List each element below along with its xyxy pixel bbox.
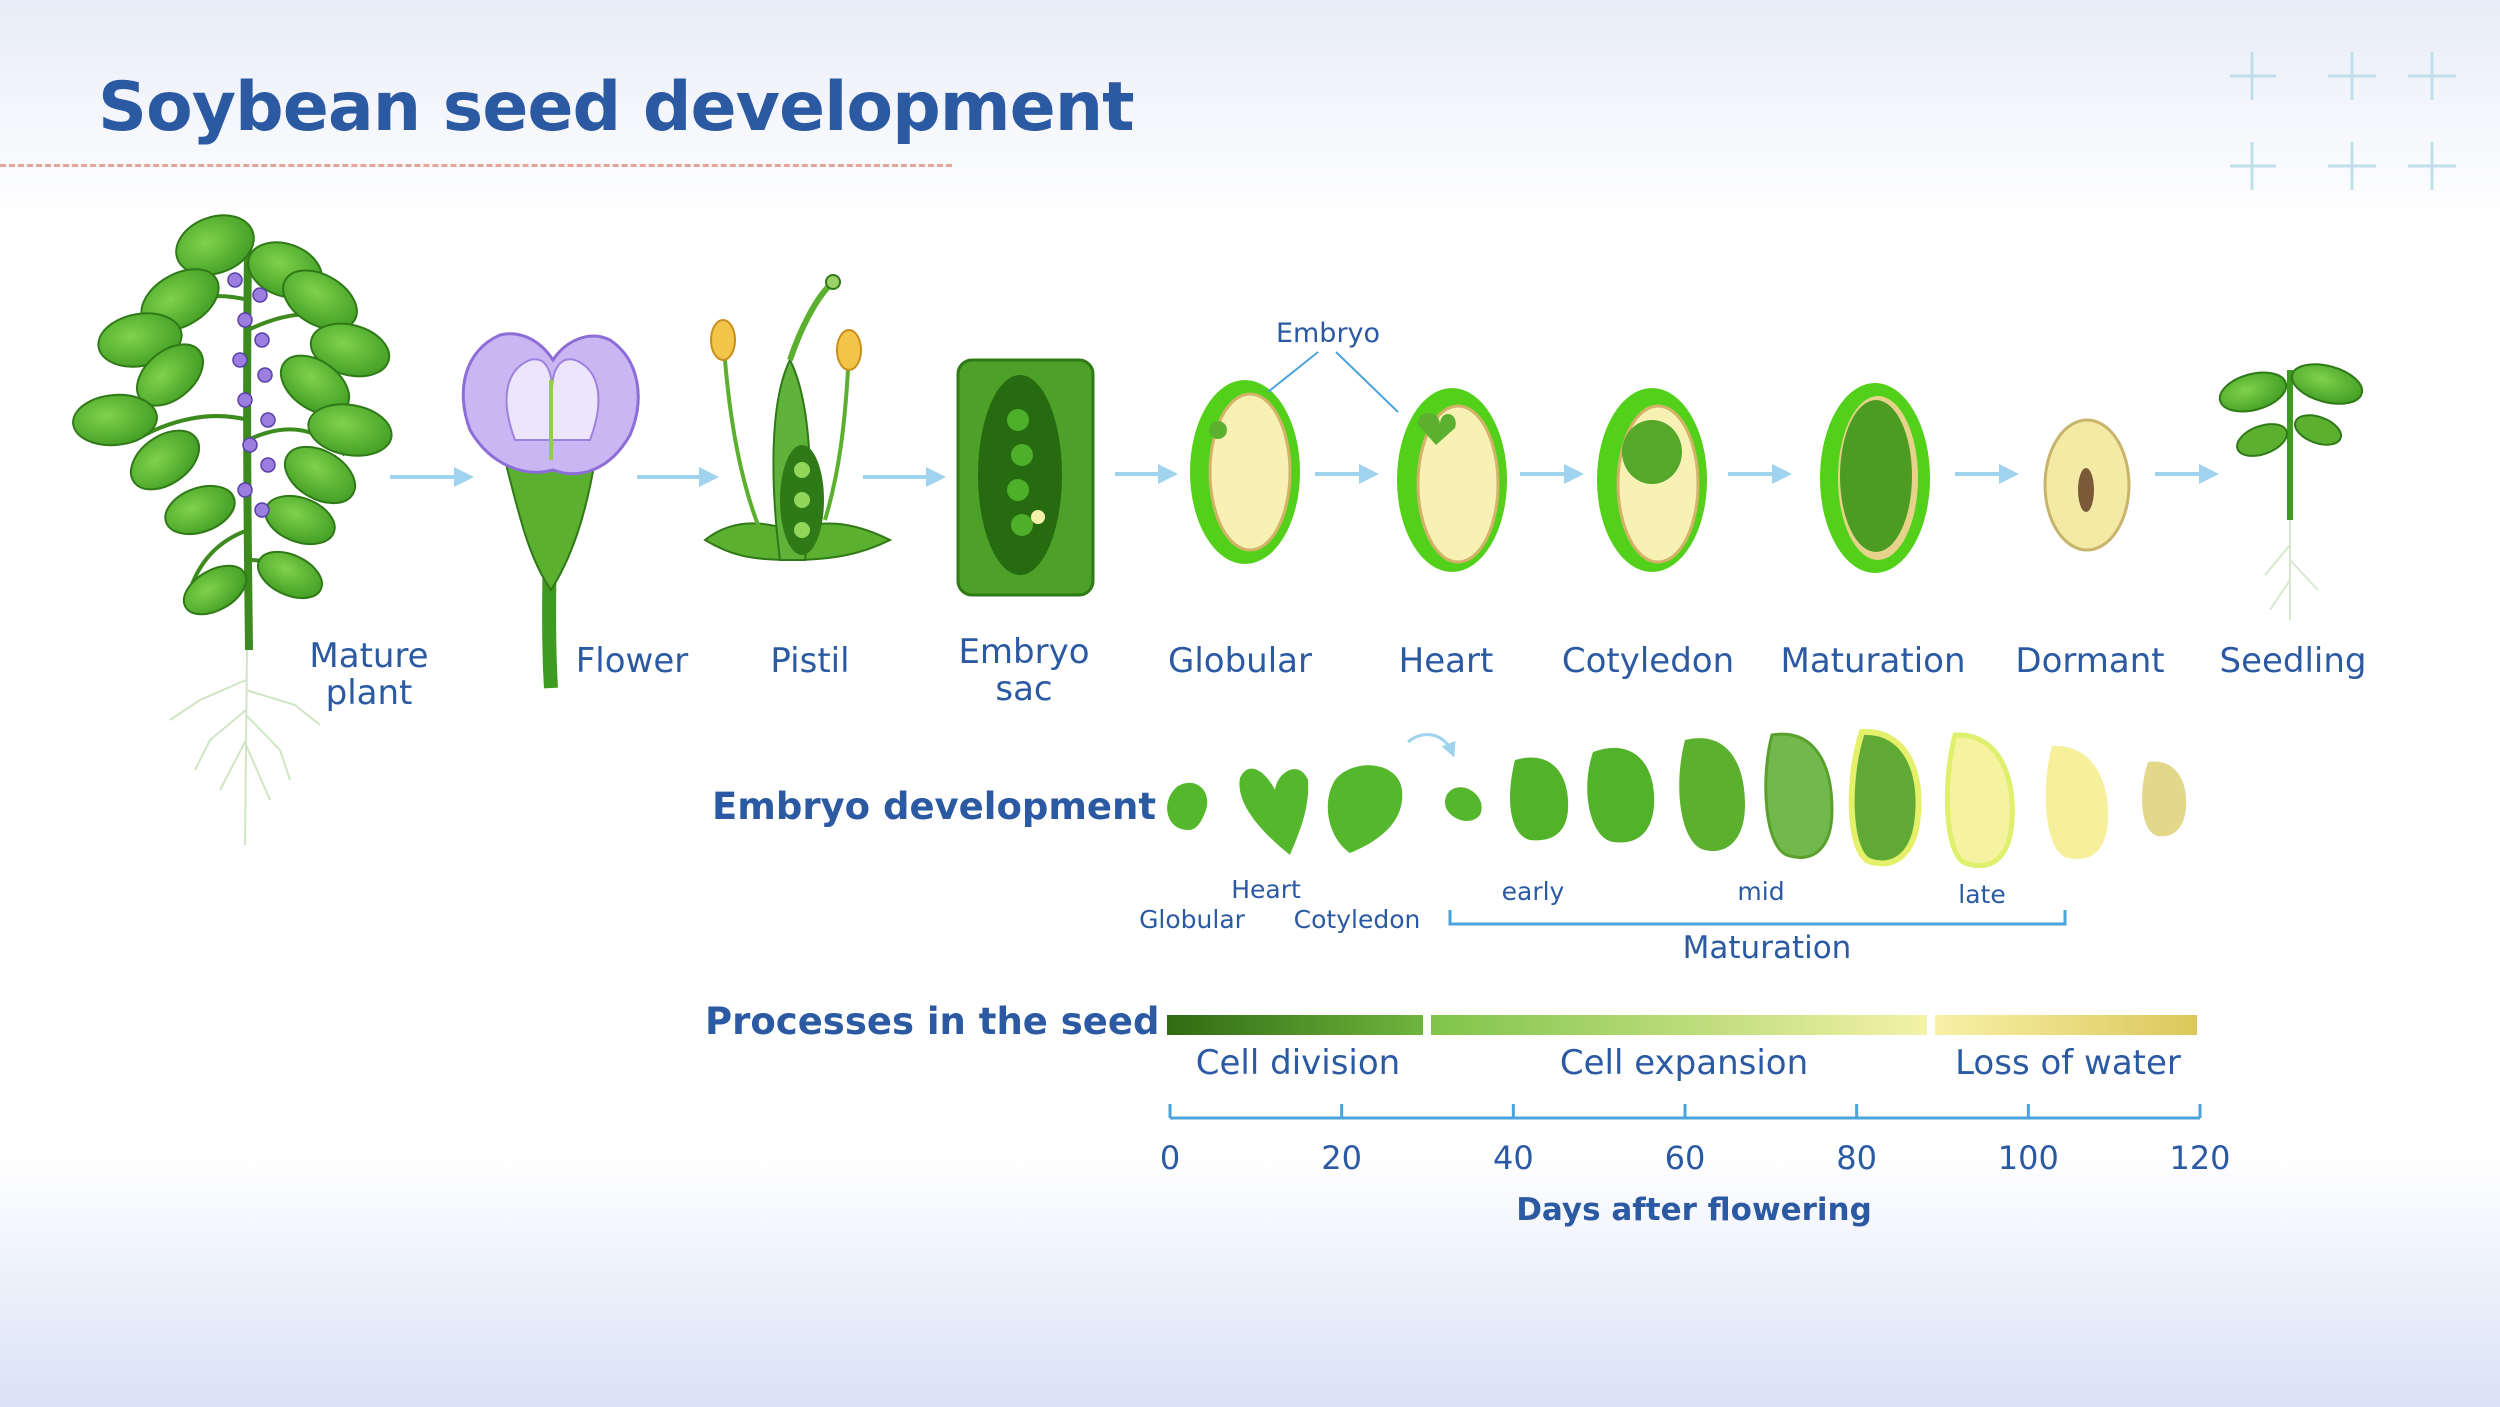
stage-label-mature-plant: Mature plant bbox=[309, 636, 429, 713]
embryo-label-maturation: Maturation bbox=[1682, 930, 1852, 966]
page-title: Soybean seed development bbox=[98, 68, 1135, 147]
process-bars bbox=[1167, 1015, 2197, 1035]
stage-label-cotyledon: Cotyledon bbox=[1561, 641, 1735, 681]
process-label-cell-expansion: Cell expansion bbox=[1559, 1043, 1809, 1083]
seed-globular-illustration bbox=[1190, 380, 1300, 564]
stage-label-maturation: Maturation bbox=[1780, 641, 1966, 681]
seed-cotyledon-illustration bbox=[1597, 388, 1707, 572]
seed-heart-illustration bbox=[1397, 388, 1507, 572]
process-bar-loss-of-water bbox=[1935, 1015, 2197, 1035]
flower-illustration bbox=[461, 332, 640, 689]
process-bar-cell-division bbox=[1167, 1015, 1423, 1035]
pistil-illustration bbox=[703, 274, 893, 562]
stage-label-dormant: Dormant bbox=[2015, 641, 2165, 681]
seedling-illustration bbox=[2218, 363, 2364, 620]
embryo-label-late: late bbox=[1958, 880, 2006, 909]
stage-label-pistil: Pistil bbox=[770, 641, 850, 681]
axis-title: Days after flowering bbox=[1516, 1192, 1872, 1228]
embryo-label-cotyledon: Cotyledon bbox=[1293, 905, 1421, 934]
embryo-label-early: early bbox=[1501, 877, 1565, 906]
embryo-sac-illustration bbox=[956, 358, 1095, 597]
axis-tick-label: 60 bbox=[1664, 1139, 1706, 1177]
embryo-label-mid: mid bbox=[1737, 877, 1785, 906]
processes-heading: Processes in the seed bbox=[705, 1000, 1160, 1043]
process-label-loss-of-water: Loss of water bbox=[1955, 1043, 2181, 1083]
embryo-label-heart: Heart bbox=[1231, 875, 1301, 904]
mature-plant-illustration bbox=[72, 214, 393, 846]
stage-label-globular: Globular bbox=[1168, 641, 1312, 681]
embryo-label-globular: Globular bbox=[1139, 905, 1245, 934]
axis-tick-label: 20 bbox=[1321, 1139, 1363, 1177]
days-axis bbox=[1168, 1104, 2202, 1120]
plus-pattern-decoration bbox=[2230, 52, 2456, 190]
stage-arrows bbox=[390, 464, 2219, 487]
axis-tick-label: 80 bbox=[1836, 1139, 1878, 1177]
seed-maturation-illustration bbox=[1820, 383, 1930, 573]
embryo-callout-label: Embryo bbox=[1275, 318, 1381, 349]
process-label-cell-division: Cell division bbox=[1195, 1043, 1401, 1083]
embryo-development-heading: Embryo development bbox=[712, 785, 1157, 828]
stage-label-flower: Flower bbox=[575, 641, 689, 681]
process-bar-cell-expansion bbox=[1431, 1015, 1927, 1035]
embryo-development-strip bbox=[1167, 728, 2187, 926]
embryo-callout-lines bbox=[1267, 351, 1399, 413]
axis-tick-label: 120 bbox=[2169, 1139, 2231, 1177]
axis-tick-label: 100 bbox=[1997, 1139, 2059, 1177]
title-divider bbox=[0, 164, 952, 167]
stage-label-seedling: Seedling bbox=[2219, 641, 2367, 681]
seed-dormant-illustration bbox=[2043, 418, 2131, 552]
axis-tick-label: 40 bbox=[1492, 1139, 1534, 1177]
axis-tick-label: 0 bbox=[1159, 1139, 1181, 1177]
stage-label-heart: Heart bbox=[1398, 641, 1494, 681]
stage-label-embryo-sac: Embryo sac bbox=[958, 632, 1090, 709]
